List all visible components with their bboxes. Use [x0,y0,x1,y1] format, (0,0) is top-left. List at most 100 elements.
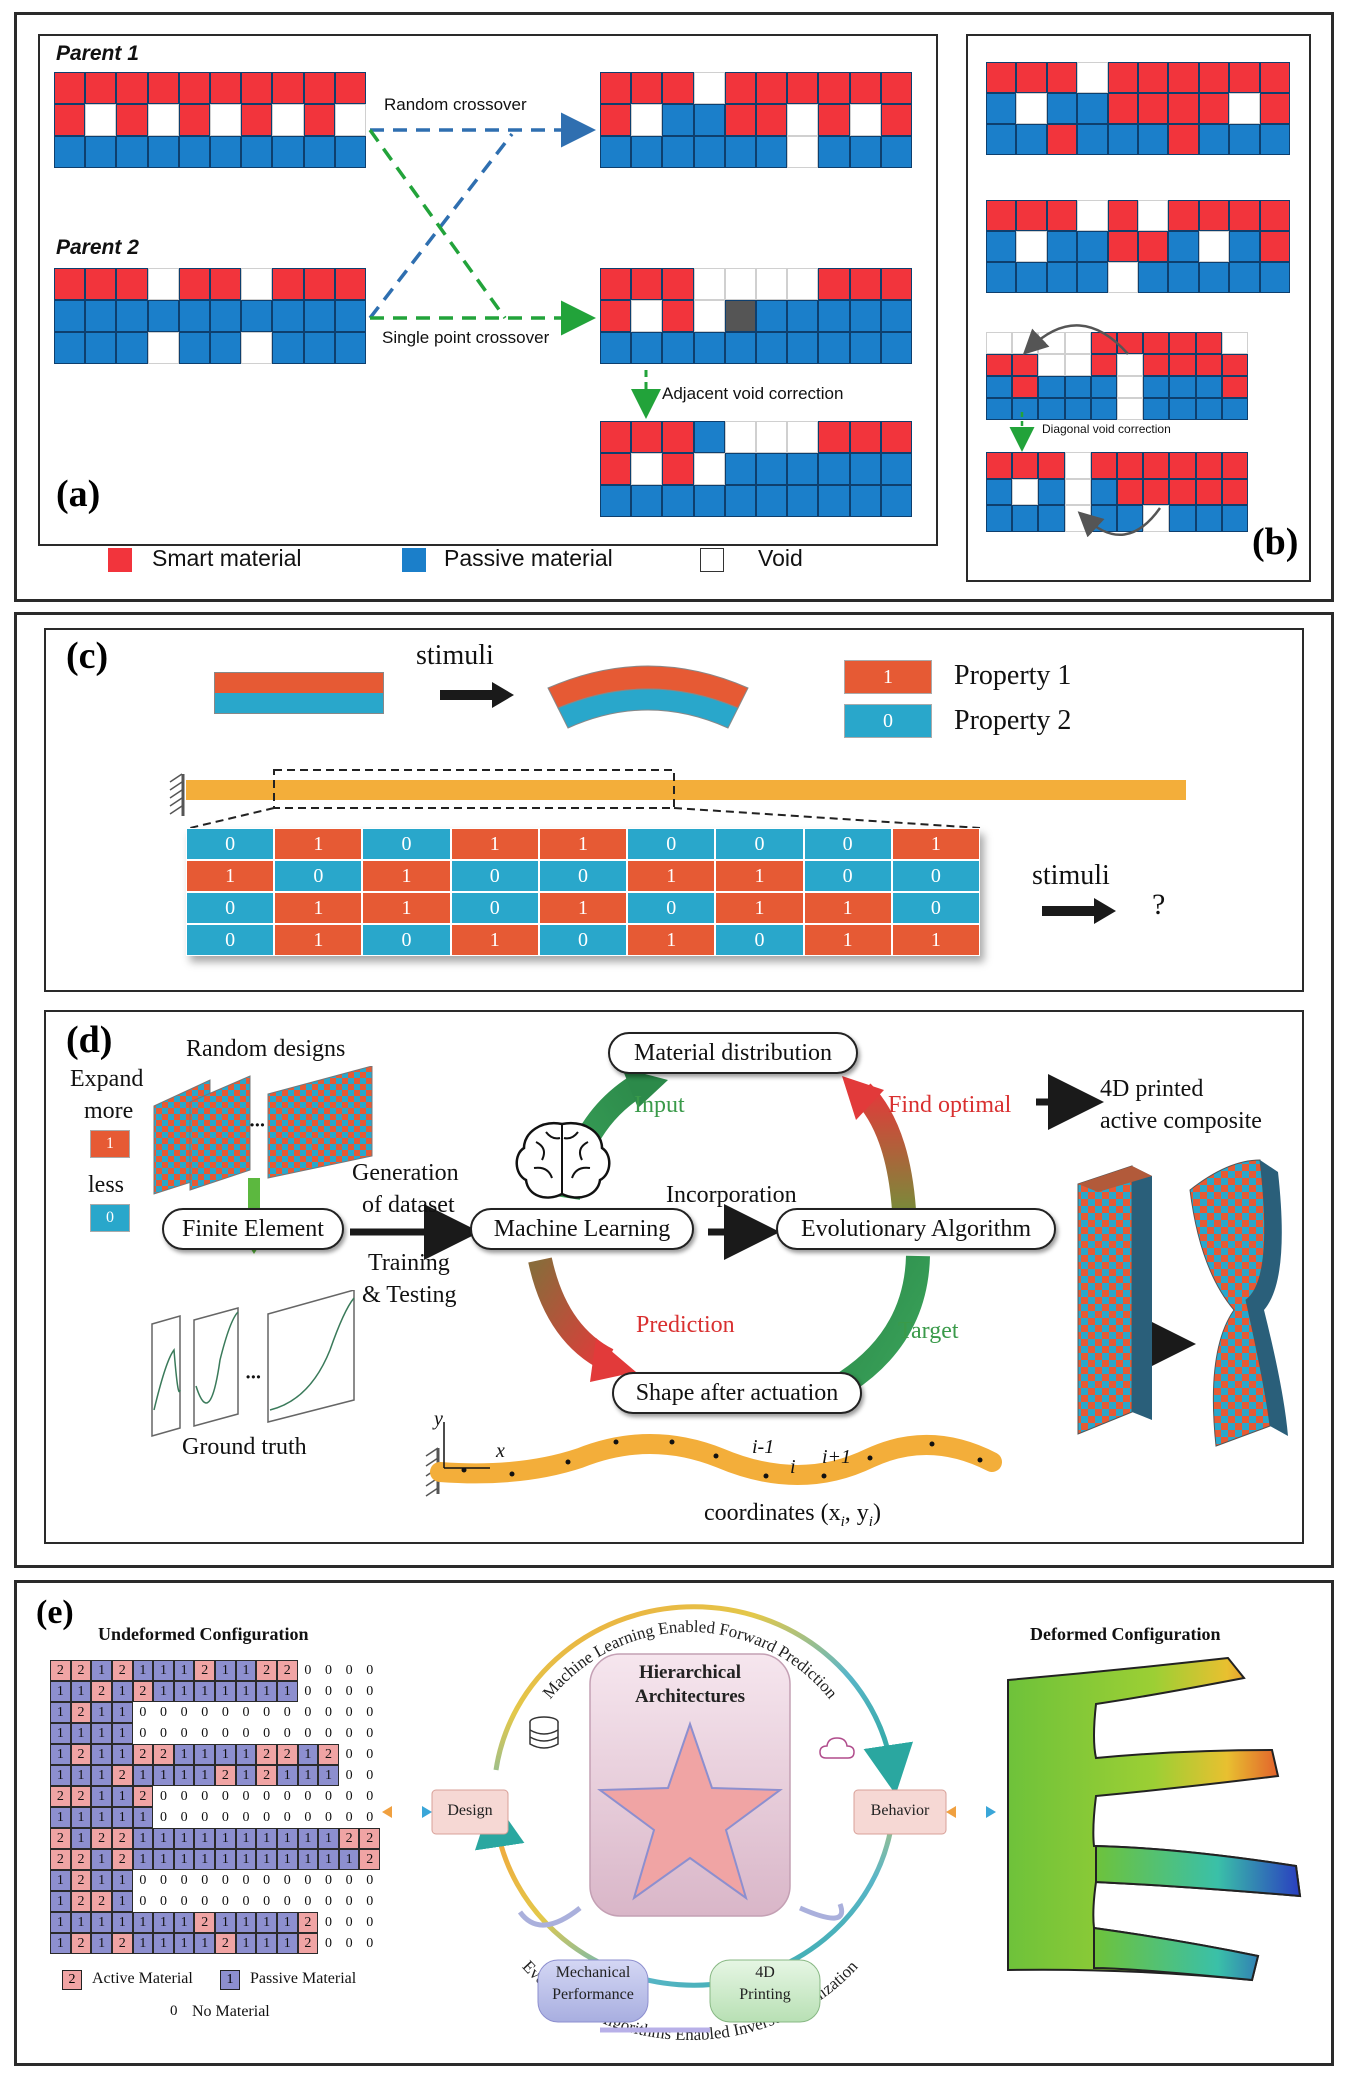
config-cell: 0 [345,1662,353,1678]
matrix-cell: 0 [274,860,363,892]
smart-cell [1143,332,1170,354]
config-cell: 0 [366,1788,374,1804]
smart-cell [210,268,242,300]
config-cell: 0 [345,1788,353,1804]
smart-cell [818,421,850,453]
smart-cell [54,268,86,300]
less-label: less [88,1172,124,1198]
cloud-icon [819,1737,855,1759]
matrix-cell: 1 [803,892,892,924]
matrix-cell: 0 [186,892,275,924]
coordinates-label: coordinates (xi, yi) [704,1500,881,1531]
smart-cell [1046,200,1078,231]
mechanical-node-2: Performance [552,1986,634,2003]
config-cell: 0 [366,1872,374,1888]
config-cell: 0 [221,1872,229,1888]
config-cell: 1 [173,1681,195,1702]
question-mark: ? [1152,888,1166,921]
config-cell: 0 [159,1893,167,1909]
void-cell [724,268,756,300]
config-cell: 0 [159,1872,167,1888]
config-cell: 1 [318,1849,339,1870]
smart-cell [849,268,881,300]
config-cell: 1 [50,1744,71,1765]
smart-cell [986,452,1013,479]
void-cell [1117,398,1144,420]
passive-cell [1221,505,1248,532]
smart-cell [600,453,632,485]
config-cell: 2 [359,1828,380,1849]
config-cell: 1 [70,1723,92,1744]
passive-cell [880,453,912,485]
config-cell: 0 [159,1809,167,1825]
passive-cell [1137,262,1169,293]
config-cell: 0 [242,1704,250,1720]
passive-cell [756,332,788,364]
smart-cell [54,72,86,104]
more-value: 1 [106,1135,114,1152]
single-crossover-arrow-1 [368,128,507,320]
config-cell: 1 [276,1681,298,1702]
stimuli-arrow-2 [1042,898,1116,924]
hierarchical-title-2: Architectures [634,1686,746,1707]
adjacent-correction-label: Adjacent void correction [662,384,844,403]
void-cell [693,268,725,300]
config-cell: 2 [318,1744,339,1765]
config-cell: 2 [276,1660,298,1681]
passive-cell [334,300,366,332]
matrix-cell: 1 [450,924,539,956]
mechanical-node-1: Mechanical [555,1964,631,1981]
config-cell: 1 [235,1849,257,1870]
legend-smart-swatch [108,548,132,572]
smart-cell [1221,354,1248,376]
passive-cell [272,136,304,168]
bilayer-bottom [215,693,383,713]
config-cell: 1 [297,1828,319,1849]
config-cell: 1 [91,1744,112,1765]
smart-cell [85,268,117,300]
config-cell: 0 [221,1788,229,1804]
config-cell: 0 [242,1725,250,1741]
config-cell: 0 [324,1872,332,1888]
config-cell: 1 [215,1744,236,1765]
smart-cell [1195,452,1222,479]
config-cell: 0 [304,1893,312,1909]
passive-cell [662,104,694,136]
child-random-grid [600,72,912,168]
config-cell: 0 [366,1662,374,1678]
void-cell [1077,200,1108,231]
passive-cell [147,136,179,168]
smart-cell [600,72,632,104]
smart-cell [1259,231,1290,262]
passive-cell [986,505,1013,532]
passive-cell [724,332,756,364]
void-cell [787,104,819,136]
smart-cell [1229,62,1260,93]
config-cell: 1 [173,1912,195,1933]
passive-cell [1198,262,1230,293]
passive-cell [818,332,850,364]
config-cell: 0 [263,1872,271,1888]
passive-cell [662,136,694,168]
config-cell: 1 [111,1807,133,1828]
passive-cell [210,136,242,168]
config-cell: 0 [201,1788,209,1804]
config-cell: 1 [50,1933,71,1954]
passive-cell [1169,398,1196,420]
config-cell: 1 [153,1828,174,1849]
config-cell: 1 [111,1702,133,1723]
printing-node-1: 4D [755,1964,775,1981]
panel-c-label: (c) [66,635,109,677]
config-cell: 0 [180,1704,188,1720]
config-cell: 1 [91,1765,112,1786]
void-cell [1143,505,1170,532]
smart-cell [303,104,335,136]
config-cell: 1 [132,1912,154,1933]
config-cell: 0 [242,1893,250,1909]
void-cell [147,268,179,300]
random-crossover-label: Random crossover [384,95,527,114]
child-corrected-grid [600,421,912,517]
matrix-cell: 1 [362,860,451,892]
passive-cell [1169,376,1196,398]
config-cell: 0 [324,1893,332,1909]
